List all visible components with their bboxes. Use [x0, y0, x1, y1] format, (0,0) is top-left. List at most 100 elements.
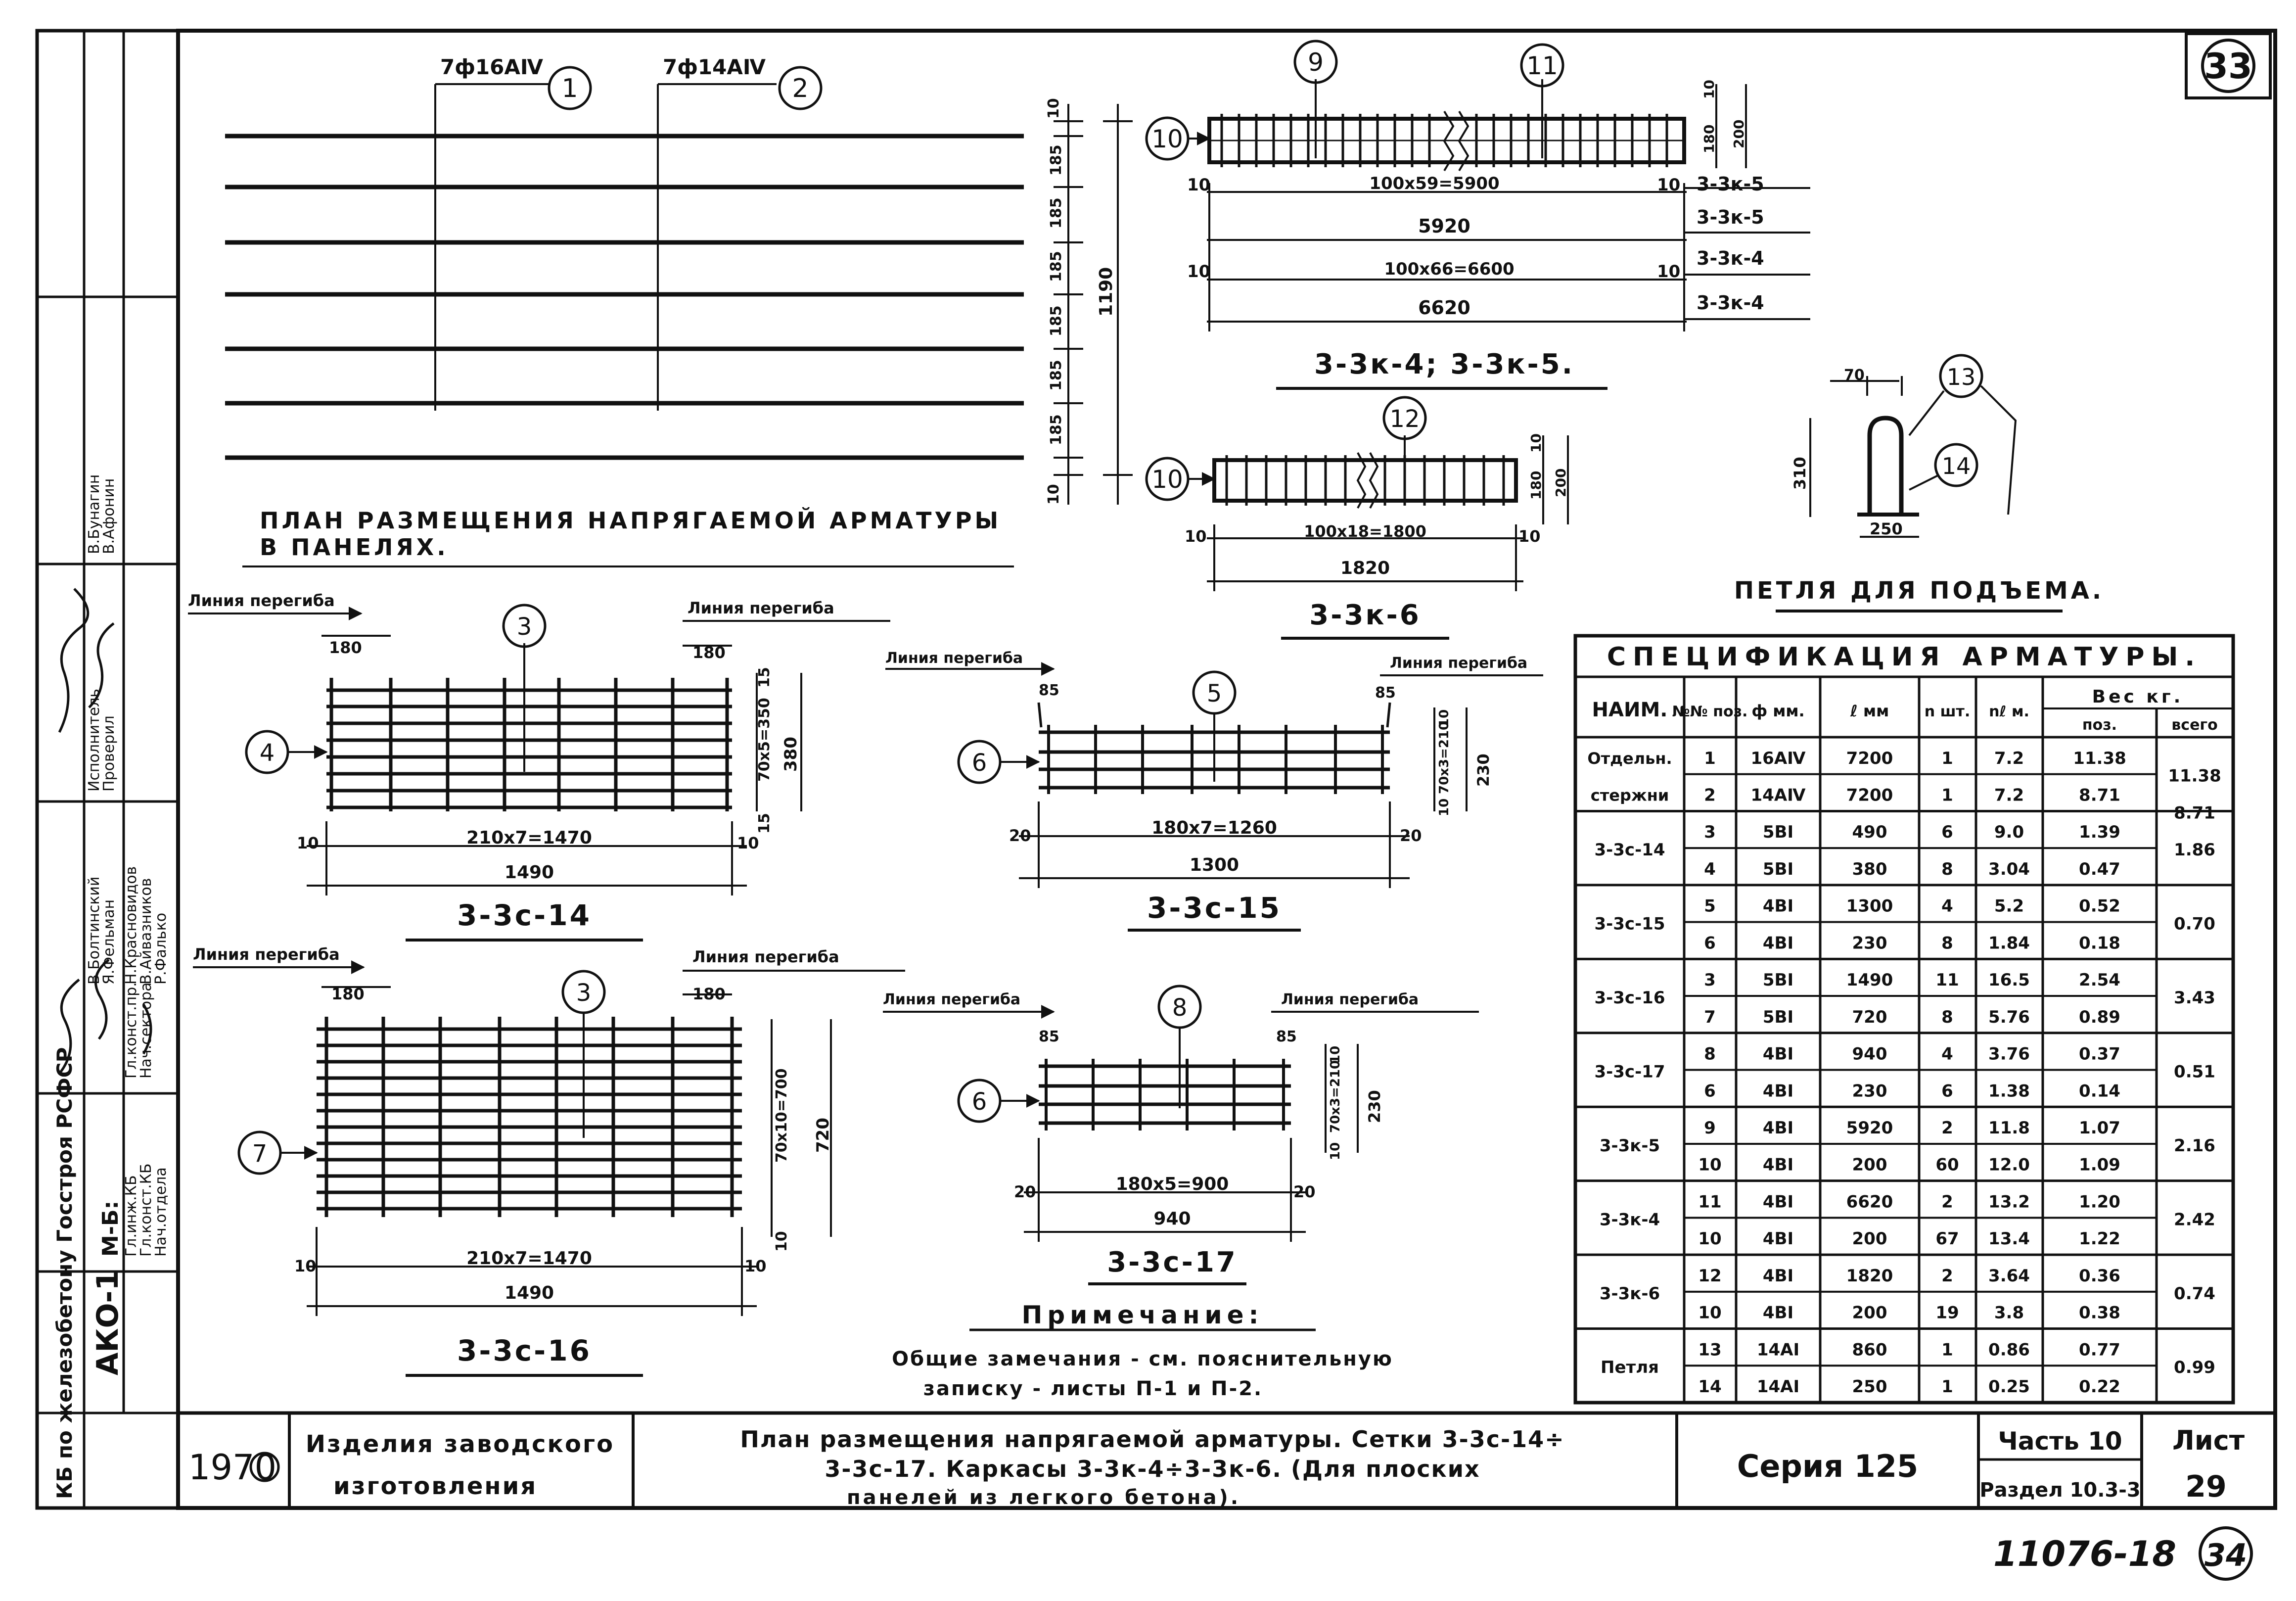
tb-desc-2: 3-3с-17. Каркасы 3-3к-4÷3-3к-6. (Для пло…	[825, 1456, 1480, 1482]
setka-14: Линия перегиба Линия перегиба 180 180 3 …	[188, 591, 890, 942]
spec-title: СПЕЦИФИКАЦИЯ АРМАТУРЫ.	[1607, 642, 2202, 672]
svg-text:всего: всего	[2171, 716, 2217, 734]
svg-text:Р.Фалько: Р.Фалько	[152, 913, 170, 985]
spec-cell: 1	[1941, 786, 1953, 805]
svg-text:85: 85	[1039, 682, 1059, 699]
spec-cell: 0.47	[2079, 859, 2120, 879]
svg-text:В.Бунагин: В.Бунагин	[86, 474, 103, 554]
spec-cell: 720	[1852, 1007, 1887, 1027]
spec-cell: 6	[1704, 1081, 1716, 1101]
spec-cell: 4ВⅠ	[1763, 1303, 1793, 1323]
svg-text:4: 4	[260, 739, 275, 767]
karkas-45-dims: 10 100х59=5900 10 3-3к-5 5920 3-3к-5 10 …	[1187, 173, 1810, 331]
side-stamp: КБ по железобетону Госстроя РСФСР АКО-1 …	[35, 29, 180, 1510]
spec-cell: 8.71	[2174, 803, 2215, 823]
spec-cell: 14АⅣ	[1751, 786, 1806, 805]
spec-cell: 5.2	[1994, 896, 2024, 916]
svg-text:10: 10	[1328, 1142, 1343, 1160]
spec-cell: 4ВⅠ	[1763, 896, 1793, 916]
tb-desc-3: панелей из легкого бетона).	[847, 1486, 1240, 1509]
svg-text:10: 10	[1151, 125, 1183, 153]
pos-marker-10a: 10	[1145, 116, 1190, 161]
svg-text:180: 180	[331, 985, 365, 1003]
svg-text:13: 13	[1947, 364, 1976, 390]
svg-text:185: 185	[1048, 414, 1065, 445]
svg-text:20: 20	[1293, 1182, 1316, 1201]
svg-text:6620: 6620	[1418, 297, 1470, 319]
setka-15: Линия перегиба Линия перегиба 85 85 5 6 …	[885, 650, 1543, 932]
pos-marker-5: 5	[1192, 670, 1237, 715]
svg-text:поз.: поз.	[2082, 716, 2117, 734]
bar-label-16: 7ф16АⅣ	[440, 55, 543, 79]
spec-cell: 3	[1704, 822, 1716, 842]
svg-text:940: 940	[1153, 1209, 1191, 1229]
spec-cell: 1.39	[2079, 822, 2120, 842]
svg-text:185: 185	[1048, 251, 1065, 282]
svg-text:10: 10	[297, 834, 319, 852]
spec-cell: 1.38	[1988, 1081, 2030, 1101]
panel-dim-chain: 10 185 185 185 185 185 185 10 1190	[1045, 98, 1133, 505]
svg-text:85: 85	[1039, 1028, 1059, 1045]
spec-cell: 3.76	[1988, 1044, 2030, 1064]
svg-text:70х3=210: 70х3=210	[1437, 721, 1452, 794]
svg-text:3-3к-5: 3-3к-5	[1697, 206, 1764, 228]
spec-cell: 16.5	[1988, 970, 2030, 990]
svg-text:10: 10	[1187, 262, 1210, 282]
spec-cell: 14	[1698, 1377, 1721, 1397]
spec-cell: 5ВⅠ	[1763, 970, 1793, 990]
side-stamp-roles-b: Исполнитель Проверил	[86, 689, 118, 792]
spec-cell: 14АⅠ	[1757, 1340, 1799, 1360]
svg-text:10: 10	[1151, 465, 1183, 494]
spec-cell: 3-3с-14	[1594, 840, 1665, 860]
spec-cell: 10	[1698, 1229, 1721, 1249]
svg-text:6: 6	[972, 1088, 987, 1116]
spec-cell: 13	[1698, 1340, 1721, 1360]
svg-text:310: 310	[1791, 457, 1809, 490]
spec-cell: 5ВⅠ	[1763, 822, 1793, 842]
svg-text:Исполнитель: Исполнитель	[86, 689, 103, 792]
spec-cell: 5.76	[1988, 1007, 2030, 1027]
circled-number: 34	[2204, 1537, 2247, 1573]
spec-cell: 1490	[1846, 970, 1893, 990]
spec-cell: 380	[1852, 859, 1887, 879]
svg-text:ℓ мм: ℓ мм	[1850, 702, 1889, 720]
spec-cell: 0.38	[2079, 1303, 2120, 1323]
spec-cell: 8	[1704, 1044, 1716, 1064]
spec-cell: 4ВⅠ	[1763, 1155, 1793, 1175]
svg-text:1820: 1820	[1340, 558, 1390, 578]
spec-cell: 4	[1941, 896, 1953, 916]
spec-cell: 7200	[1846, 786, 1893, 805]
svg-text:Линия перегиба: Линия перегиба	[188, 591, 335, 610]
spec-cell: 11	[1698, 1192, 1721, 1212]
karkas-45: 9 11 10 10 180 200 10 100х59=5900 10 3-3…	[1145, 40, 1810, 390]
svg-text:Гл.конст.КБ: Гл.конст.КБ	[138, 1164, 155, 1257]
spec-cell: 16АⅣ	[1751, 749, 1806, 768]
panel-plan-title-1: ПЛАН РАЗМЕЩЕНИЯ НАПРЯГАЕМОЙ АРМАТУРЫ	[260, 507, 1001, 534]
svg-text:10: 10	[1657, 175, 1680, 195]
svg-text:85: 85	[1375, 684, 1396, 702]
svg-text:5: 5	[1207, 680, 1222, 707]
pos-marker-2: 2	[778, 66, 823, 110]
svg-text:Нач.сектора: Нач.сектора	[138, 982, 155, 1079]
spec-cell: 490	[1852, 822, 1887, 842]
spec-cell: 3-3к-4	[1600, 1210, 1660, 1229]
svg-text:Вес кг.: Вес кг.	[2092, 687, 2184, 707]
pos-marker-6b: 6	[957, 1079, 1002, 1123]
bar-label-14: 7ф14АⅣ	[663, 55, 766, 79]
spec-cell: 1.22	[2079, 1229, 2120, 1249]
spec-cell: 8	[1941, 933, 1953, 953]
spec-cell: 0.14	[2079, 1081, 2120, 1101]
svg-text:12: 12	[1389, 405, 1420, 433]
svg-text:10: 10	[1437, 799, 1452, 816]
spec-cell: 4ВⅠ	[1763, 1192, 1793, 1212]
note-line1: Общие замечания - см. пояснительную	[892, 1348, 1393, 1370]
spec-cell: 67	[1935, 1229, 1959, 1249]
spec-cell: 230	[1852, 1081, 1887, 1101]
setka-15-title: 3-3с-15	[1147, 891, 1282, 925]
side-stamp-roles: Гл.инж.КБ Гл.конст.КБ Нач.отдела	[123, 1164, 170, 1257]
spec-cell: 3-3к-6	[1600, 1284, 1660, 1304]
svg-text:3-3к-4: 3-3к-4	[1697, 292, 1764, 314]
svg-text:Линия перегиба: Линия перегиба	[883, 991, 1020, 1008]
svg-text:10: 10	[1437, 709, 1452, 727]
svg-text:Гл.инж.КБ: Гл.инж.КБ	[123, 1175, 140, 1257]
